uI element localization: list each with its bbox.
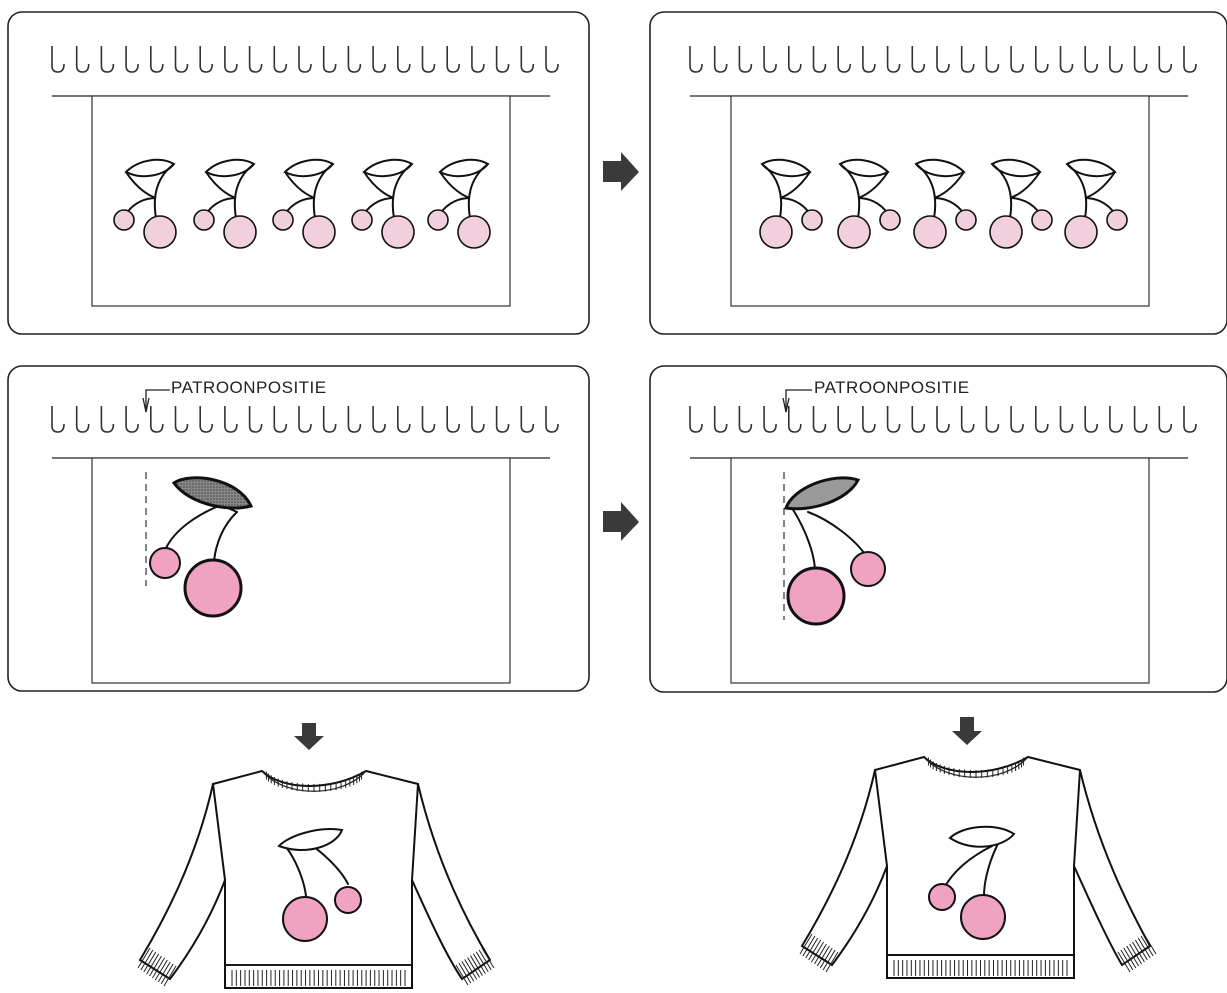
cherry	[193, 158, 257, 249]
large-cherry	[183, 558, 243, 618]
cherry	[272, 158, 336, 249]
cherry-row	[113, 158, 491, 249]
panel-mirrored-row	[649, 11, 1227, 335]
sweater-result	[137, 769, 495, 989]
sweater-result-mirrored	[799, 755, 1157, 979]
right-arrow-icon	[603, 152, 639, 191]
knitted-fabric	[730, 95, 1150, 307]
cherry	[837, 158, 901, 249]
needle-row	[51, 46, 559, 73]
ribbing-cuff	[137, 947, 177, 987]
cherry	[913, 158, 977, 249]
ribbing-neck	[927, 757, 1025, 778]
needle-row	[689, 46, 1197, 73]
right-arrow-icon	[603, 502, 639, 541]
ribbing-neck	[265, 771, 363, 792]
ribbing-waist	[893, 960, 1068, 976]
leaf	[171, 476, 254, 510]
small-cherry	[928, 883, 956, 911]
cherry	[427, 158, 491, 249]
cherry	[989, 158, 1053, 249]
panel-single-motif-mirrored: PATROONPOSITIE	[649, 365, 1227, 693]
panel-original-row	[7, 11, 590, 335]
needle-row	[51, 406, 559, 433]
large-cherry	[960, 894, 1006, 940]
small-cherry	[334, 886, 362, 914]
leaf	[277, 828, 344, 851]
cherry	[759, 158, 823, 249]
ribbing-cuff	[799, 933, 839, 973]
cherry-motif	[928, 825, 1016, 940]
pattern-position-marker: PATROONPOSITIE	[782, 378, 970, 413]
cherry-row	[759, 158, 1128, 249]
cherry	[351, 158, 415, 249]
down-arrow-icon	[952, 717, 982, 745]
small-cherry	[149, 547, 181, 579]
large-cherry	[786, 566, 846, 626]
cherry-motif	[277, 828, 362, 942]
panel-single-motif: PATROONPOSITIE	[7, 365, 590, 692]
needle-row	[689, 406, 1197, 433]
small-cherry	[850, 551, 886, 587]
down-arrow-icon	[294, 723, 324, 750]
pattern-position-marker: PATROONPOSITIE	[142, 378, 327, 413]
cherry	[1064, 158, 1128, 249]
cherry	[113, 158, 177, 249]
large-cherry	[282, 896, 328, 942]
pattern-position-label: PATROONPOSITIE	[814, 378, 970, 397]
ribbing-cuff	[455, 947, 495, 986]
knitted-fabric	[730, 457, 1150, 684]
cherry-motif	[149, 476, 254, 618]
cherry-motif	[783, 476, 886, 626]
ribbing-cuff	[1117, 933, 1157, 973]
pattern-position-label: PATROONPOSITIE	[171, 378, 327, 397]
leaf	[783, 476, 861, 511]
leaf	[948, 825, 1016, 848]
ribbing-waist	[231, 970, 406, 986]
